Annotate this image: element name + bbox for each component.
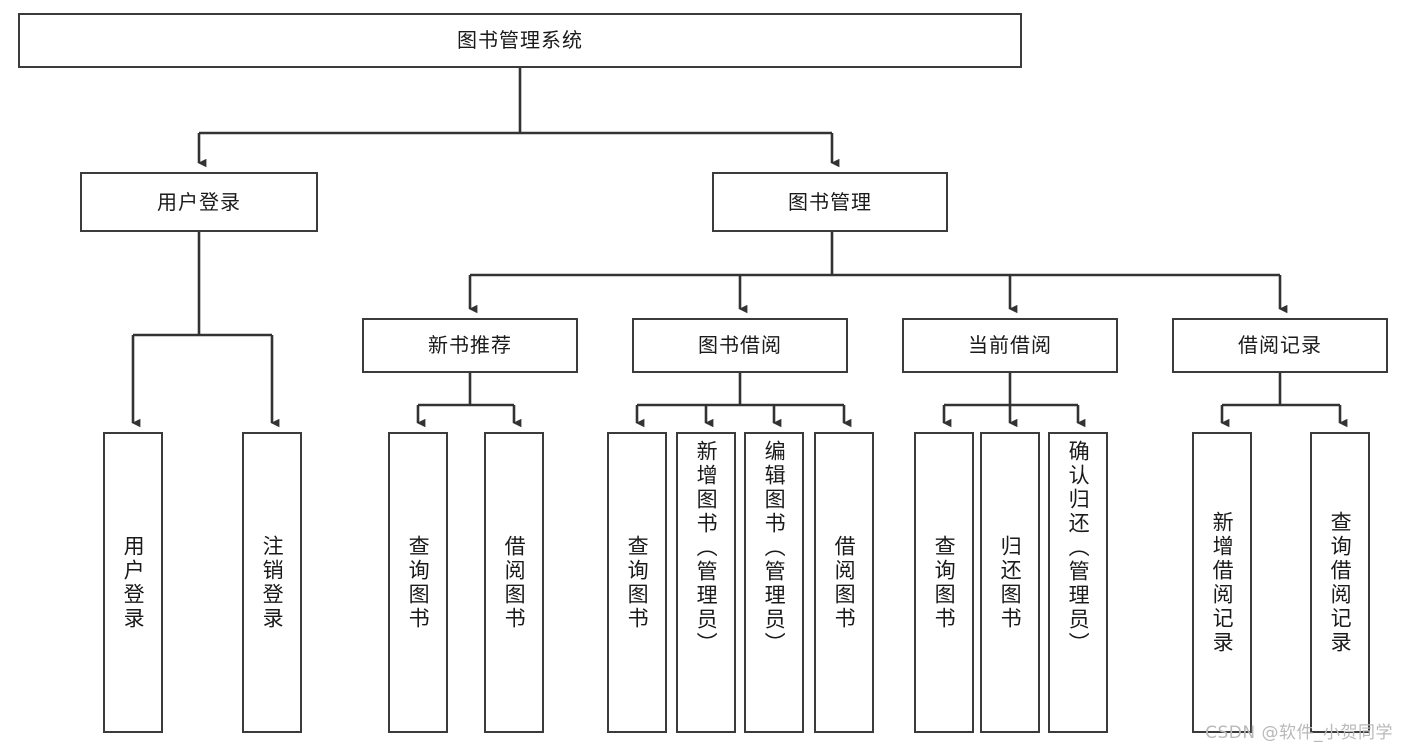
node-book-manage[interactable]: 图书管理: [712, 172, 948, 232]
node-label: 查询借阅记录: [1328, 510, 1353, 655]
node-label: 归还图书: [998, 534, 1023, 631]
node-leaf-query-book-current[interactable]: 查询图书: [914, 432, 974, 733]
node-label: 注销登录: [260, 534, 285, 631]
node-label: 借阅记录: [1238, 333, 1322, 357]
node-label: 查询图书: [625, 534, 650, 631]
node-label: 查询图书: [406, 534, 431, 631]
node-leaf-logout[interactable]: 注销登录: [242, 432, 302, 733]
node-leaf-borrow-book-recommend[interactable]: 借阅图书: [484, 432, 544, 733]
node-book-borrow[interactable]: 图书借阅: [632, 318, 848, 373]
node-leaf-edit-book-admin[interactable]: 编辑图书（管理员）: [744, 432, 804, 733]
node-label: 新增借阅记录: [1210, 510, 1235, 655]
node-leaf-borrow-book[interactable]: 借阅图书: [814, 432, 874, 733]
node-leaf-query-book-borrow[interactable]: 查询图书: [607, 432, 667, 733]
node-label: 编辑图书（管理员）: [762, 440, 787, 656]
node-leaf-query-book-recommend[interactable]: 查询图书: [388, 432, 448, 733]
node-leaf-query-borrow-record[interactable]: 查询借阅记录: [1310, 432, 1370, 733]
node-label: 新书推荐: [428, 333, 512, 357]
node-leaf-return-book[interactable]: 归还图书: [980, 432, 1040, 733]
node-label: 确认归还（管理员）: [1066, 440, 1091, 656]
node-label: 用户登录: [121, 534, 146, 631]
node-label: 图书管理系统: [457, 28, 583, 52]
node-leaf-user-login[interactable]: 用户登录: [103, 432, 163, 733]
node-label: 当前借阅: [968, 333, 1052, 357]
node-label: 新增图书（管理员）: [694, 440, 719, 656]
node-leaf-add-borrow-record[interactable]: 新增借阅记录: [1192, 432, 1252, 733]
node-leaf-add-book-admin[interactable]: 新增图书（管理员）: [676, 432, 736, 733]
node-root-system[interactable]: 图书管理系统: [18, 13, 1022, 68]
node-label: 用户登录: [157, 189, 241, 214]
node-borrow-record[interactable]: 借阅记录: [1172, 318, 1388, 373]
node-label: 图书借阅: [698, 333, 782, 357]
node-label: 查询图书: [932, 534, 957, 631]
node-label: 图书管理: [788, 189, 872, 214]
node-new-book-recommend[interactable]: 新书推荐: [362, 318, 578, 373]
node-current-borrow[interactable]: 当前借阅: [902, 318, 1118, 373]
node-user-login[interactable]: 用户登录: [80, 172, 318, 232]
node-label: 借阅图书: [502, 534, 527, 631]
node-label: 借阅图书: [832, 534, 857, 631]
node-leaf-confirm-return-admin[interactable]: 确认归还（管理员）: [1048, 432, 1108, 733]
